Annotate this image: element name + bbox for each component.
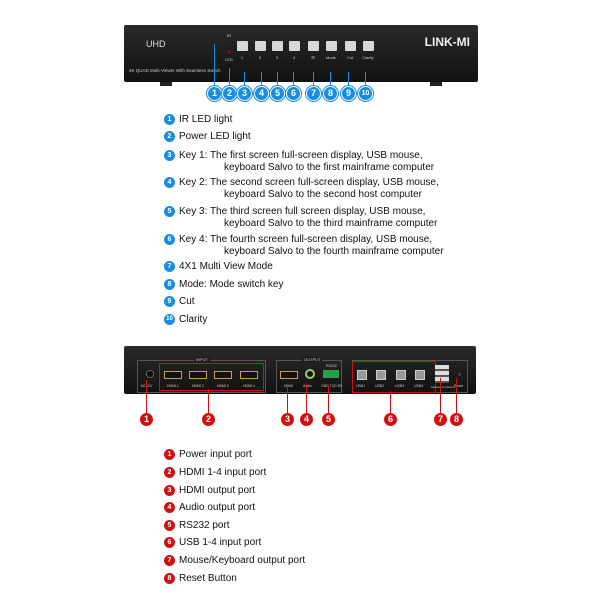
- hdmi-out-label: HDMI: [284, 384, 293, 388]
- usb-b-2[interactable]: [376, 370, 386, 380]
- hdmi-in-label: HDMI 4: [243, 384, 255, 388]
- led-light: [228, 50, 231, 53]
- callout-6: 6: [384, 413, 397, 426]
- audio-label: Audio: [303, 384, 312, 388]
- mode-button[interactable]: [326, 41, 337, 51]
- usb-label: USB2: [375, 384, 385, 388]
- key-label: 2: [258, 55, 262, 60]
- usb-b-1[interactable]: [357, 370, 367, 380]
- callout-2: 2: [222, 86, 237, 101]
- callout-5: 5: [270, 86, 285, 101]
- key-1-button[interactable]: [237, 41, 248, 51]
- callout-1: 1: [207, 86, 222, 101]
- key-label: ⊞: [311, 55, 315, 60]
- callout-6: 6: [286, 86, 301, 101]
- usb-a-ports[interactable]: [435, 365, 449, 383]
- callout-2: 2: [202, 413, 215, 426]
- reset-button[interactable]: [458, 373, 461, 376]
- key-4-button[interactable]: [289, 41, 300, 51]
- multiview-button[interactable]: [308, 41, 319, 51]
- reset-label: Reset: [454, 384, 464, 388]
- front-panel: UHD LINK-MI 4K QUAD Multi-Viewer With Se…: [124, 25, 478, 82]
- key-label: Cut: [346, 55, 354, 60]
- hdmi-in-1[interactable]: [164, 371, 182, 379]
- callout-10: 10: [358, 86, 373, 101]
- key-label: Mode: [325, 55, 336, 60]
- key-2-button[interactable]: [255, 41, 266, 51]
- usb-b-3[interactable]: [396, 370, 406, 380]
- hdmi-in-label: HDMI 3: [217, 384, 229, 388]
- rear-panel: INPUT OUTPUT DC12V HDMI 1 HDMI 2 HDMI 3 …: [124, 346, 476, 394]
- callout-8: 8: [450, 413, 463, 426]
- callout-3: 3: [281, 413, 294, 426]
- key-label: Clarity: [362, 55, 374, 60]
- callout-3: 3: [237, 86, 252, 101]
- foot: [160, 82, 172, 86]
- key-3-button[interactable]: [272, 41, 283, 51]
- usb-label: USB3: [395, 384, 405, 388]
- hdmi-in-4[interactable]: [240, 371, 258, 379]
- clarity-button[interactable]: [363, 41, 374, 51]
- callout-5: 5: [322, 413, 335, 426]
- audio-jack[interactable]: [305, 369, 315, 379]
- callout-1: 1: [140, 413, 153, 426]
- hdmi-in-label: HDMI 1: [167, 384, 179, 388]
- input-label: INPUT: [194, 357, 210, 362]
- usb-label: USB1: [356, 384, 366, 388]
- hdmi-in-2[interactable]: [189, 371, 207, 379]
- hdmi-in-label: HDMI 2: [192, 384, 204, 388]
- callout-7: 7: [434, 413, 447, 426]
- key-label: 1: [240, 55, 244, 60]
- subtitle: 4K QUAD Multi-Viewer With Seamless Switc…: [129, 68, 221, 73]
- rs232-pins-label: GND TXD RX: [321, 384, 343, 388]
- key-label: 4: [292, 55, 296, 60]
- led-label: LED: [225, 57, 233, 62]
- brand-logo: LINK-MI: [424, 35, 470, 49]
- model-label: UHD: [146, 39, 166, 49]
- rs232-terminal[interactable]: [323, 370, 339, 378]
- cut-button[interactable]: [345, 41, 356, 51]
- callout-9: 9: [341, 86, 356, 101]
- callout-4: 4: [300, 413, 313, 426]
- dc-jack[interactable]: [146, 370, 154, 378]
- foot: [430, 82, 442, 86]
- mouse-keyboard-label: Mouse/ Keyboard: [431, 385, 455, 389]
- usb-label: USB4: [414, 384, 424, 388]
- output-label: OUTPUT: [302, 357, 323, 362]
- callout-4: 4: [254, 86, 269, 101]
- key-label: 3: [275, 55, 279, 60]
- callout-7: 7: [306, 86, 321, 101]
- ir-label: IR: [227, 33, 231, 38]
- callout-8: 8: [323, 86, 338, 101]
- usb-b-4[interactable]: [415, 370, 425, 380]
- rs232-label: RS232: [326, 364, 337, 368]
- hdmi-out[interactable]: [280, 371, 298, 379]
- hdmi-in-3[interactable]: [214, 371, 232, 379]
